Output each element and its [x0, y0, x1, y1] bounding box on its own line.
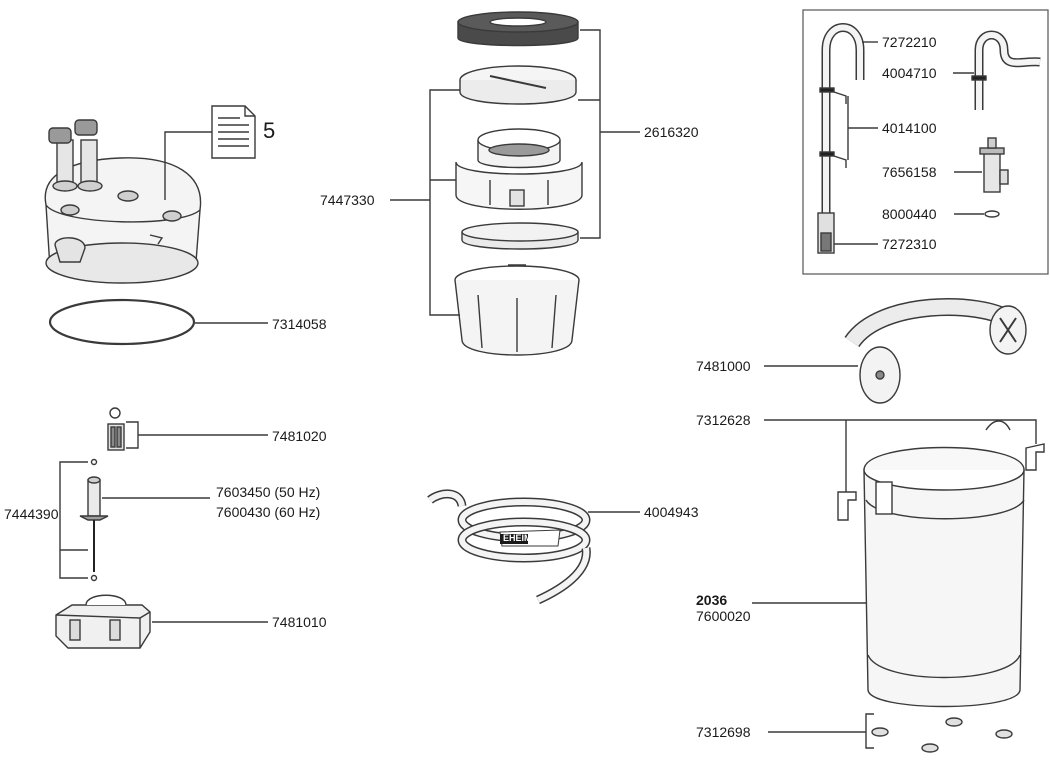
part-number-label: 7447330 — [320, 192, 375, 208]
part-number-label: 7481010 — [272, 614, 327, 630]
part-number-label: 4004710 — [882, 65, 937, 81]
accessories-frame — [802, 9, 1049, 275]
impeller-housing-illustration — [55, 594, 151, 649]
small-o-ring — [984, 210, 1000, 218]
part-number-label: 4004943 — [644, 504, 699, 520]
outlet-pipe-illustration — [971, 30, 1041, 110]
feet-illustration — [871, 717, 1013, 753]
filter-basket-upper — [455, 128, 583, 210]
impeller-illustration — [79, 458, 109, 582]
part-number-label: 7272210 — [882, 34, 937, 50]
impeller-cover-illustration — [107, 407, 125, 451]
handle-illustration — [844, 298, 1027, 404]
part-number-label: 7656158 — [882, 164, 937, 180]
model-number-label: 2036 — [696, 592, 728, 608]
document-reference-number: 5 — [263, 118, 276, 143]
part-number-label: 7312628 — [696, 412, 751, 428]
part-number-label: 7600430 (60 Hz) — [216, 504, 321, 520]
part-number-label: 7312698 — [696, 724, 751, 740]
filter-basket-lower — [454, 264, 580, 356]
pump-head-illustration — [44, 119, 202, 284]
intake-pipe-illustration — [817, 23, 865, 254]
part-number-label: 7481020 — [272, 428, 327, 444]
sealing-ring-large — [48, 298, 196, 346]
part-number-label: 7600020 — [696, 608, 751, 624]
filter-pad — [461, 222, 579, 250]
part-number-label: 4014100 — [882, 120, 937, 136]
filter-basket-lid — [459, 65, 577, 105]
clip-illustration — [837, 443, 1045, 521]
part-number-label: 7603450 (50 Hz) — [216, 484, 321, 500]
manual-document-icon — [211, 105, 256, 159]
filter-sponge-ring — [457, 11, 579, 47]
hose-illustration — [427, 489, 591, 605]
part-number-label: 7314058 — [272, 316, 327, 332]
part-number-label: 2616320 — [644, 124, 699, 140]
part-number-label: 7444390 — [4, 506, 59, 522]
part-number-label: 7272310 — [882, 236, 937, 252]
suction-cup-illustration — [833, 91, 847, 168]
part-number-label: 7481000 — [696, 358, 751, 374]
canister-illustration — [863, 420, 1025, 708]
double-tap-illustration — [979, 137, 1009, 193]
part-number-label: 8000440 — [882, 206, 937, 222]
hose-brand-text: EHEIM — [503, 533, 532, 543]
